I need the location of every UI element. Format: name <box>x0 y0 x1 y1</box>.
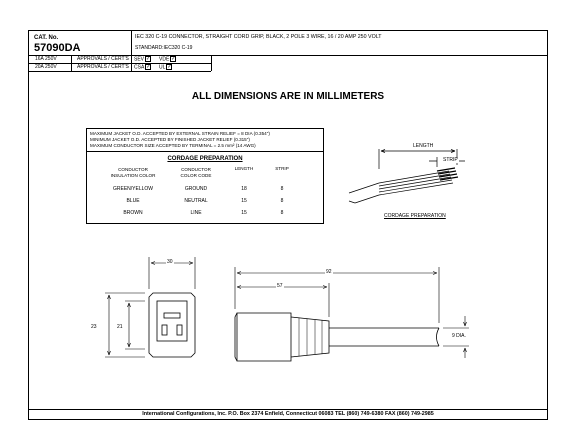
product-description: IEC 320 C-19 CONNECTOR, STRAIGHT CORD GR… <box>135 34 382 40</box>
wire-3 <box>378 176 452 190</box>
dim-cord-diameter: 9 DIA. <box>452 333 466 339</box>
dim-front-height-inner: 21 <box>117 324 123 330</box>
front-view-outline <box>148 292 196 358</box>
footer-divider <box>29 409 547 410</box>
pin-slot-top <box>163 312 181 319</box>
cordage-title: CORDAGE PREPARATION <box>167 156 243 162</box>
title-divider-3 <box>29 71 211 72</box>
agency-vde-checkbox: ✓ <box>170 56 177 62</box>
connector-drawing <box>105 257 469 362</box>
cell-insulation-1: GREEN/YELLOW <box>112 186 153 192</box>
side-view-grip <box>290 316 330 358</box>
cell-strip-2: 8 <box>280 198 284 204</box>
agency-ul: UL✓ <box>159 64 173 71</box>
wire-5 <box>378 182 454 196</box>
pin-slot-right <box>176 324 183 336</box>
dim-front-width: 30 <box>166 259 174 265</box>
dim-body-length: 57 <box>276 283 284 289</box>
agency-sev-checkbox: ✓ <box>145 56 152 62</box>
agency-csa-label: CSA <box>134 64 145 71</box>
cell-code-3: LINE <box>190 210 202 216</box>
main-title: ALL DIMENSIONS ARE IN MILLIMETERS <box>191 91 385 102</box>
title-divider-2 <box>29 63 211 64</box>
cell-code-2: NEUTRAL <box>184 198 208 204</box>
rating-2: 20A 250V <box>35 64 57 70</box>
cell-strip-1: 8 <box>280 186 284 192</box>
footer-company-info: International Configurations, Inc. P.O. … <box>142 411 434 417</box>
wire-1 <box>378 170 450 184</box>
agency-ul-checkbox: ✓ <box>166 64 173 70</box>
front-view-face <box>156 300 188 342</box>
cell-length-1: 18 <box>241 186 247 192</box>
col-header-strip: STRIP <box>275 166 289 171</box>
cell-code-1: GROUND <box>184 186 208 192</box>
agency-vde-label: VDE <box>159 56 170 63</box>
title-divider-1 <box>29 55 547 56</box>
note-1: MAXIMUM JACKET O.D. ACCEPTED BY EXTERNAL… <box>90 131 270 136</box>
drawing-sheet: CAT. No. 57090DA IEC 320 C-19 CONNECTOR,… <box>28 30 548 420</box>
col-header-color-code: CONDUCTOR COLOR CODE <box>180 167 212 178</box>
standard-label: STANDARD:IEC320 C-19 <box>135 45 193 51</box>
cat-label: CAT. No. <box>34 35 59 41</box>
cordage-box: MAXIMUM JACKET O.D. ACCEPTED BY EXTERNAL… <box>86 128 324 224</box>
side-view-cord <box>329 327 439 347</box>
notes-divider <box>87 151 323 152</box>
note-3: MAXIMUM CONDUCTOR SIZE ACCEPTED BY TERMI… <box>90 143 256 148</box>
agency-csa: CSA✓ <box>134 64 152 71</box>
dim-front-height-outer: 23 <box>91 324 97 330</box>
approvals-label-2: APPROVALS / CERT'S <box>77 64 129 70</box>
cell-insulation-2: BLUE <box>126 198 140 204</box>
col-header-insulation: CONDUCTOR INSULATION COLOR <box>110 167 156 178</box>
cord-jacket-outline <box>354 182 380 204</box>
agency-sev-label: SEV <box>134 56 145 63</box>
approvals-label-1: APPROVALS / CERT'S <box>77 56 129 62</box>
title-vertical-3 <box>211 55 212 71</box>
cord-length-label: LENGTH <box>412 143 435 149</box>
note-2: MINIMUM JACKET O.D. ACCEPTED BY FINISHED… <box>90 137 250 142</box>
cell-strip-3: 8 <box>280 210 284 216</box>
agency-sev: SEV✓ <box>134 56 152 63</box>
wire-2 <box>378 173 451 187</box>
rating-1: 16A 250V <box>35 56 57 62</box>
cord-diagram-caption: CORDAGE PREPARATION <box>384 213 446 219</box>
agency-ul-label: UL <box>159 64 166 71</box>
pin-slot-left <box>161 324 168 336</box>
title-vertical-1 <box>131 31 132 71</box>
title-vertical-2 <box>71 55 72 71</box>
agency-vde: VDE✓ <box>159 56 177 63</box>
cell-insulation-3: BROWN <box>123 210 143 216</box>
col-header-length: LENGTH <box>234 166 254 171</box>
cat-number: 57090DA <box>34 42 81 54</box>
agency-csa-checkbox: ✓ <box>145 64 152 70</box>
cell-length-2: 15 <box>241 198 247 204</box>
cord-strip-label: STRIP <box>442 157 459 163</box>
cell-length-3: 15 <box>241 210 247 216</box>
side-view-body <box>236 312 292 362</box>
dim-overall-length: 92 <box>325 269 333 275</box>
wire-4 <box>378 179 453 193</box>
